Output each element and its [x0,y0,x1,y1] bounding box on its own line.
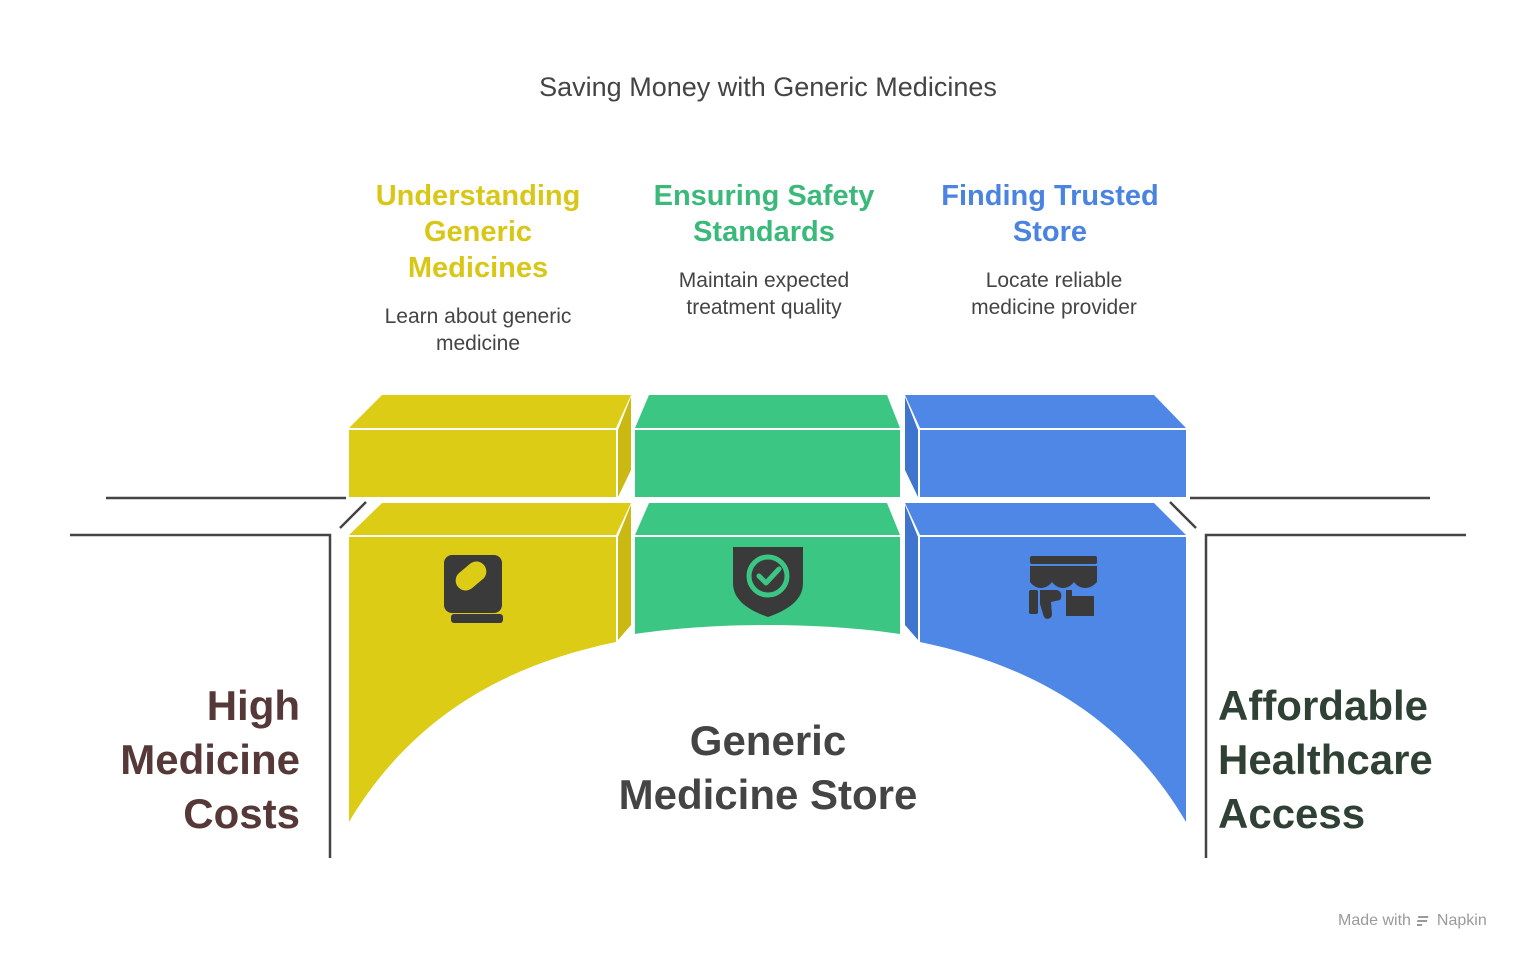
step-2-heading-line: Standards [693,216,835,248]
step-1-description-line: Learn about generic [384,305,572,328]
step-1-description: Learn about generic medicine [338,303,618,357]
bridge-label: Generic Medicine Store [568,714,968,822]
step-3-description-line: medicine provider [971,296,1137,319]
made-with-footer: Made with Napkin [1338,912,1487,930]
step-1-heading-line: Medicines [407,252,549,284]
napkin-brand: Napkin [1436,912,1487,929]
step-2-heading-line: Ensuring Safety [653,180,875,212]
bridge-block-blue [905,395,1186,822]
end-label-line: Affordable [1218,682,1428,729]
bridge-block-yellow [349,395,631,822]
diagram-title: Saving Money with Generic Medicines [539,72,997,102]
step-1-heading-line: Understanding [375,180,581,212]
step-3-description-line: Locate reliable [985,269,1123,292]
step-3-heading: Finding Trusted Store [910,178,1190,250]
start-label: High Medicine Costs [60,679,300,841]
start-label-line: Medicine [120,736,300,783]
step-1-description-line: medicine [435,332,521,355]
step-2-description-line: Maintain expected [678,269,850,292]
made-with-text: Made with [1338,912,1411,929]
bridge-label-line: Medicine Store [618,771,918,818]
end-label: Affordable Healthcare Access [1218,679,1478,841]
end-label-line: Access [1218,790,1366,837]
bridge-label-line: Generic [689,717,847,764]
step-2-description-line: treatment quality [686,296,842,319]
book-pill-icon [444,555,503,623]
step-1-heading: Understanding Generic Medicines [338,178,618,286]
step-2-heading: Ensuring Safety Standards [624,178,904,250]
ground-lines [70,496,1466,858]
step-1-heading-line: Generic [424,216,532,248]
step-3-heading-line: Store [1012,216,1088,248]
end-label-line: Healthcare [1218,736,1433,783]
step-2-description: Maintain expected treatment quality [624,267,904,321]
napkin-logo-icon [1416,916,1429,926]
start-label-line: High [206,682,300,729]
shield-check-icon [733,547,803,617]
start-label-line: Costs [183,790,300,837]
store-thumbs-down-icon [1029,556,1097,619]
step-3-heading-line: Finding Trusted [941,180,1159,212]
step-3-description: Locate reliable medicine provider [914,267,1194,321]
